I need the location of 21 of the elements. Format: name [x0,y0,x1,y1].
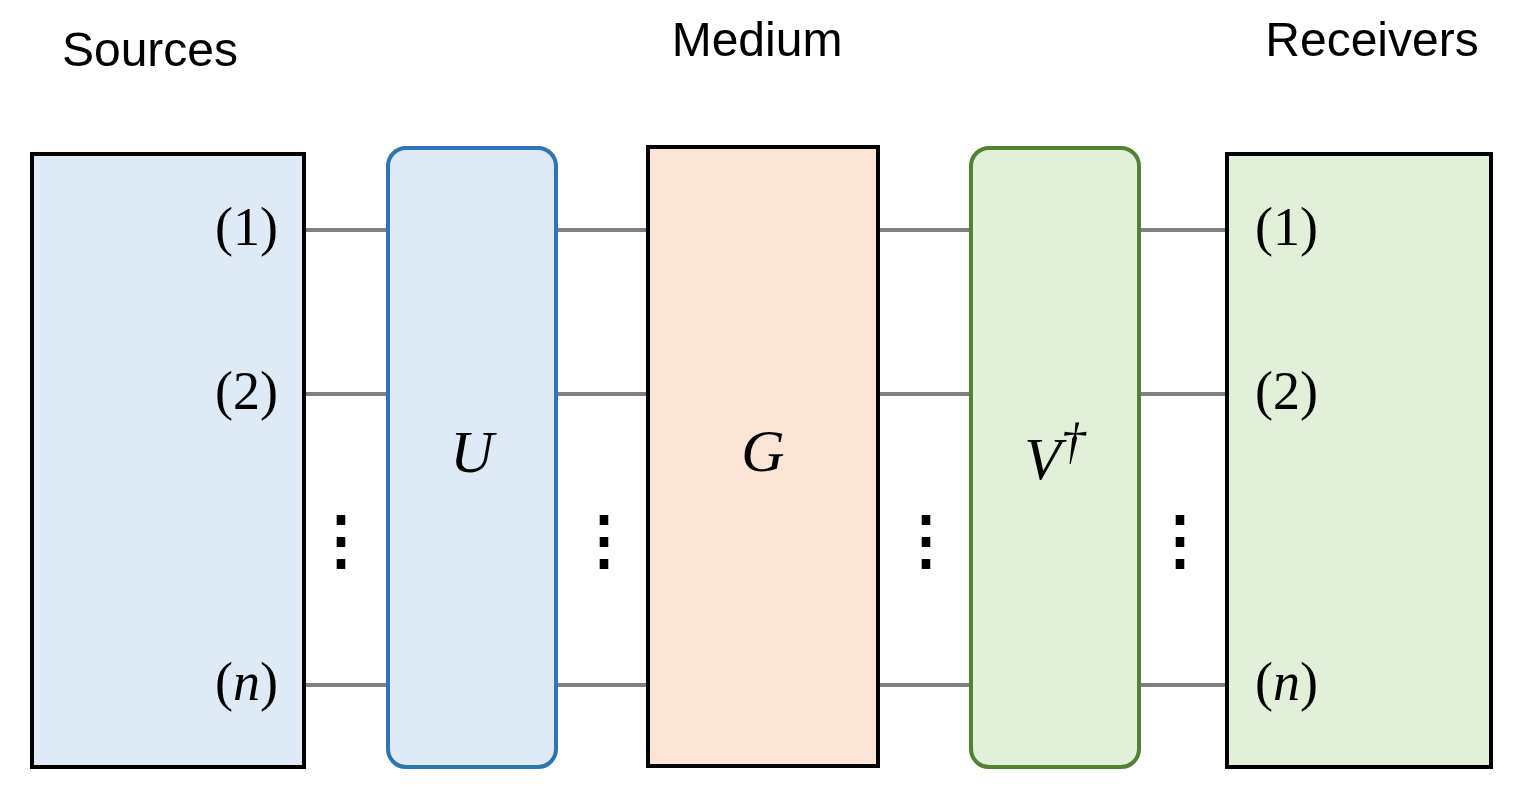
connector-line [1141,392,1225,396]
connector-line [306,683,386,687]
matrix-symbol: G [741,420,785,481]
matrix-symbol: V$^{†}$ [1024,415,1086,488]
group-heading: Medium [671,16,843,64]
connector-line [880,683,969,687]
connector-line [306,228,386,232]
ellipsis-mark: ⋮ [1148,508,1212,572]
connector-line [558,228,646,232]
group-heading: Receivers [1265,16,1479,64]
connector-line [880,228,969,232]
connector-line [558,683,646,687]
group-heading: Sources [61,26,239,74]
connector-line [1141,228,1225,232]
ellipsis-mark: ⋮ [309,508,373,572]
connector-line [558,392,646,396]
ellipsis-mark: ⋮ [572,508,636,572]
connector-line [880,392,969,396]
connector-line [306,392,386,396]
ellipsis-mark: ⋮ [894,508,958,572]
connector-line [1141,683,1225,687]
